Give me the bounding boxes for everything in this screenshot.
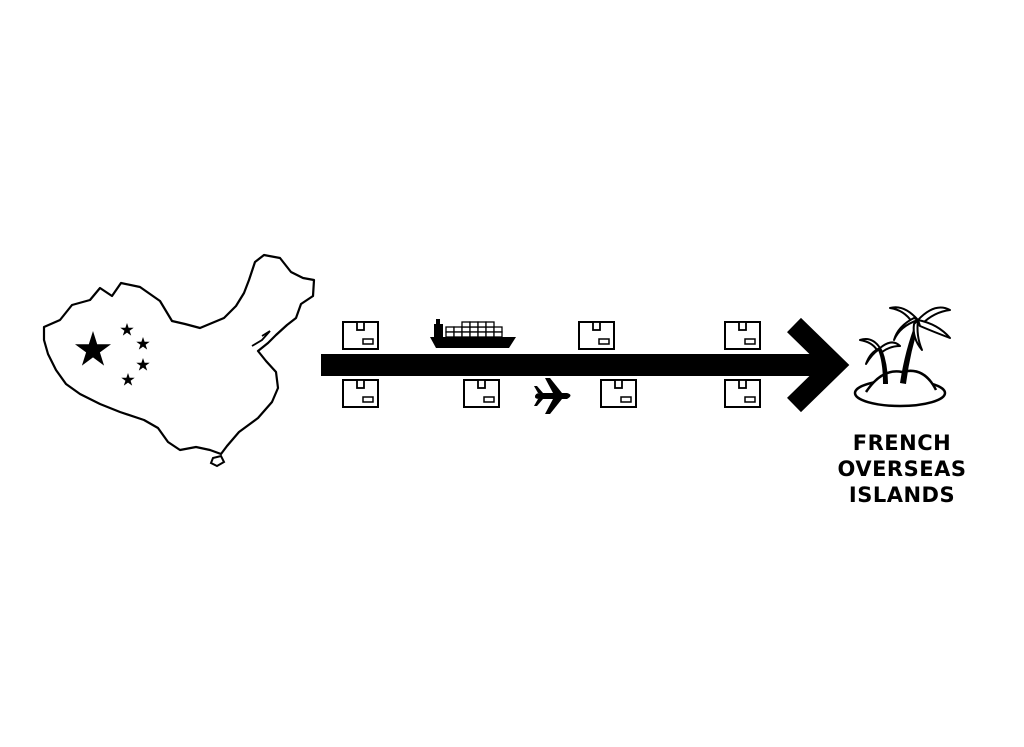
destination-label-line: OVERSEAS bbox=[837, 457, 967, 481]
package-box-icon bbox=[463, 379, 500, 408]
destination-label-line: ISLANDS bbox=[848, 483, 956, 507]
small-star-icon bbox=[136, 358, 150, 371]
small-star-icon bbox=[120, 323, 134, 336]
package-box-icon bbox=[600, 379, 637, 408]
small-star-icon bbox=[121, 373, 135, 386]
flag-stars bbox=[75, 323, 150, 386]
package-box-icon bbox=[724, 379, 761, 408]
china-map bbox=[42, 253, 316, 468]
container-ship-icon bbox=[430, 319, 516, 348]
small-star-icon bbox=[136, 337, 150, 350]
palm-tree-island-icon bbox=[853, 306, 951, 408]
destination-label: FRENCH OVERSEAS ISLANDS bbox=[812, 430, 992, 508]
airplane-icon bbox=[534, 378, 571, 414]
destination-label-line: FRENCH bbox=[852, 431, 952, 455]
package-box-icon bbox=[342, 321, 379, 350]
package-box-icon bbox=[724, 321, 761, 350]
route-arrow bbox=[321, 317, 850, 413]
large-star-icon bbox=[75, 331, 111, 366]
package-box-icon bbox=[578, 321, 615, 350]
package-box-icon bbox=[342, 379, 379, 408]
